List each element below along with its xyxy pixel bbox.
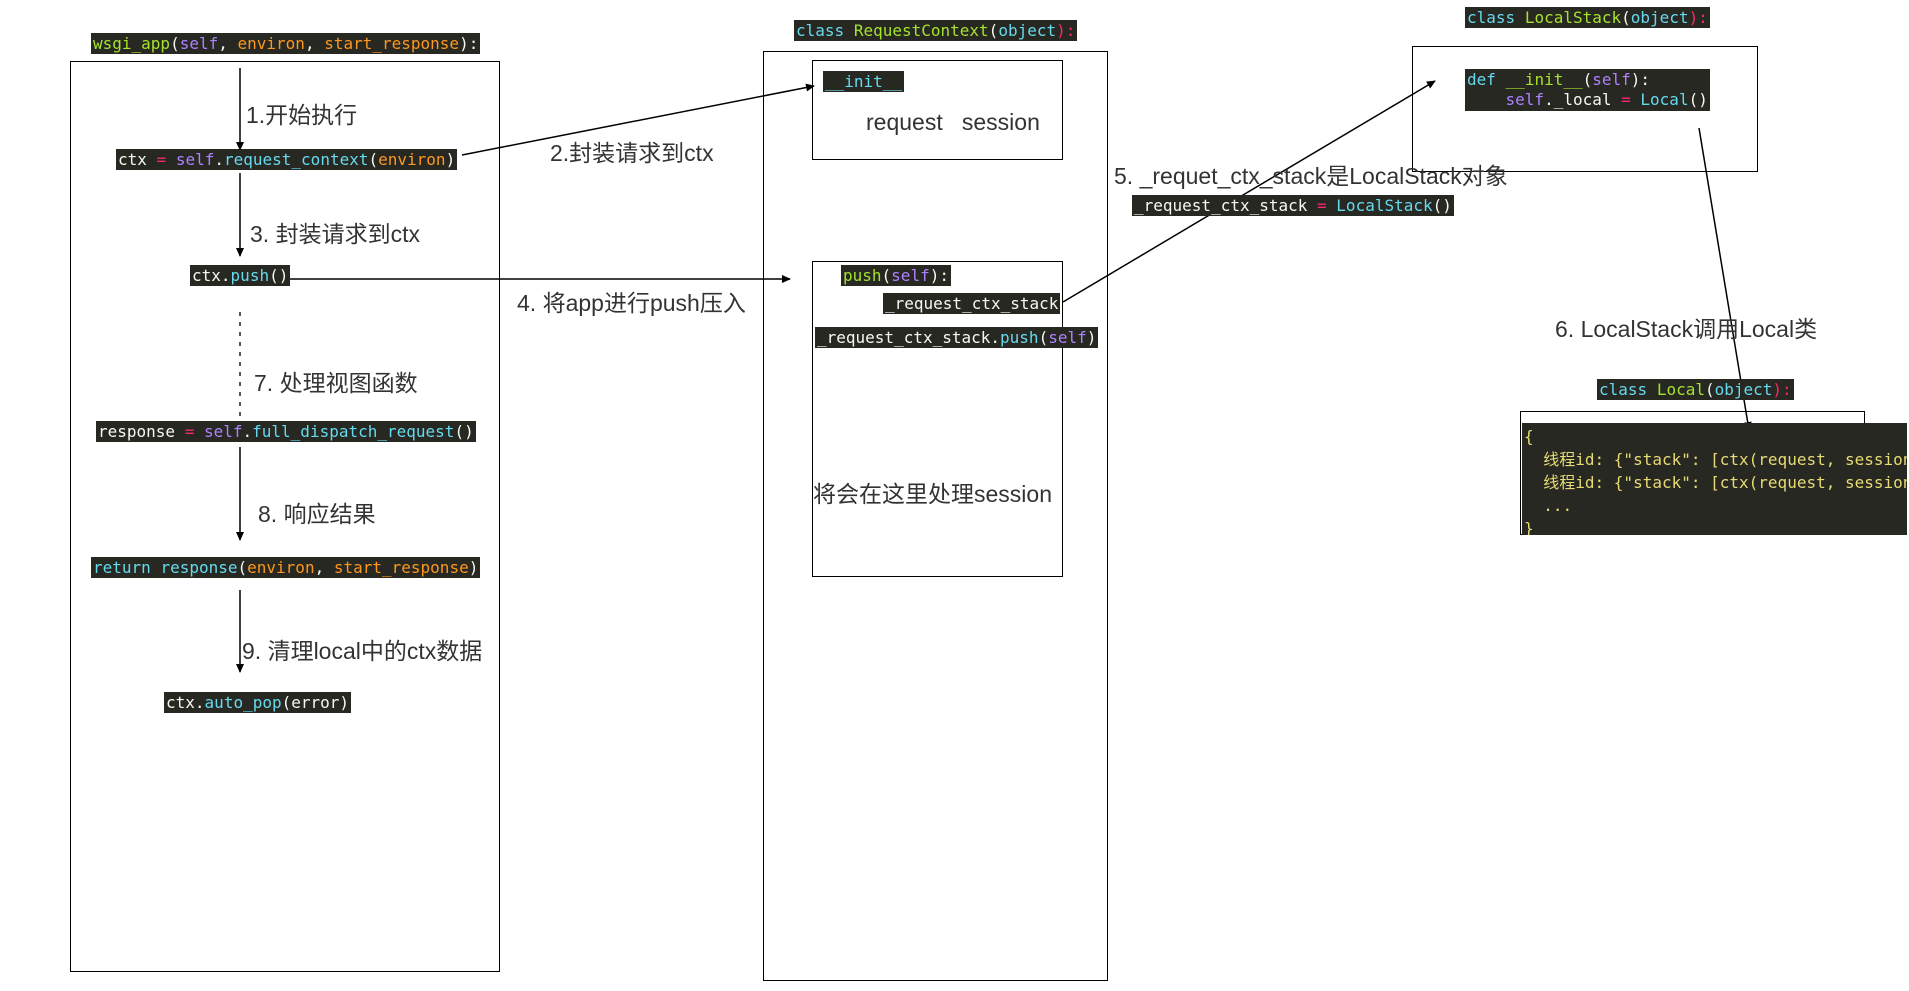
arrow-step2: [461, 83, 815, 156]
step9-label: 9. 清理local中的ctx数据: [242, 638, 483, 664]
local-dict-ellipsis: ...: [1524, 496, 1573, 515]
request-context-header: class RequestContext(object):: [794, 20, 1078, 41]
ctx-request-context-line: ctx = self.request_context(environ): [116, 149, 458, 170]
wsgi-app-box: [70, 61, 500, 972]
step1-label: 1.开始执行: [246, 102, 358, 128]
local-dict-close-brace: }: [1524, 519, 1534, 535]
push-box: [812, 261, 1063, 577]
step6-label: 6. LocalStack调用Local类: [1555, 316, 1818, 342]
step8-label: 8. 响应结果: [258, 501, 376, 527]
stack-assignment-line: _request_ctx_stack = LocalStack(): [1132, 195, 1454, 216]
local-dict-row: 线程id: {"stack": [ctx(request, session)]}: [1524, 450, 1907, 469]
response-dispatch-line: response = self.full_dispatch_request(): [96, 421, 476, 442]
push-method-def: push(self):: [841, 265, 951, 286]
ctx-auto-pop-line: ctx.auto_pop(error): [164, 692, 352, 713]
step5-label: 5. _requet_ctx_stack是LocalStack对象: [1114, 163, 1508, 189]
local-dict-row: 线程id: {"stack": [ctx(request, session)]}: [1524, 473, 1907, 492]
request-context-box: [763, 51, 1108, 981]
local-stack-init-def: def __init__(self): self._local = Local(…: [1465, 69, 1710, 111]
step2-label: 2.封装请求到ctx: [550, 140, 714, 166]
request-ctx-stack-push-line: _request_ctx_stack.push(self): [815, 327, 1099, 348]
step7-label: 7. 处理视图函数: [254, 370, 418, 396]
local-storage-dict: { 线程id: {"stack": [ctx(request, session)…: [1522, 423, 1907, 535]
wsgi-app-signature: wsgi_app(self, environ, start_response):: [91, 33, 481, 54]
local-dict-open-brace: {: [1524, 427, 1534, 446]
local-header: class Local(object):: [1597, 379, 1794, 400]
init-attributes: request session: [866, 109, 1040, 135]
ctx-push-line: ctx.push(): [190, 265, 291, 286]
init-box: [812, 60, 1063, 160]
init-method: __init__: [823, 71, 905, 92]
local-stack-header: class LocalStack(object):: [1465, 7, 1710, 28]
local-stack-box: [1412, 46, 1758, 172]
step3-label: 3. 封装请求到ctx: [250, 221, 420, 247]
request-ctx-stack-name: _request_ctx_stack: [883, 293, 1061, 314]
arrow-step5: [1062, 80, 1436, 303]
step4-label: 4. 将app进行push压入: [517, 290, 746, 316]
session-note: 将会在这里处理session: [813, 481, 1052, 507]
return-response-line: return response(environ, start_response): [91, 557, 481, 578]
